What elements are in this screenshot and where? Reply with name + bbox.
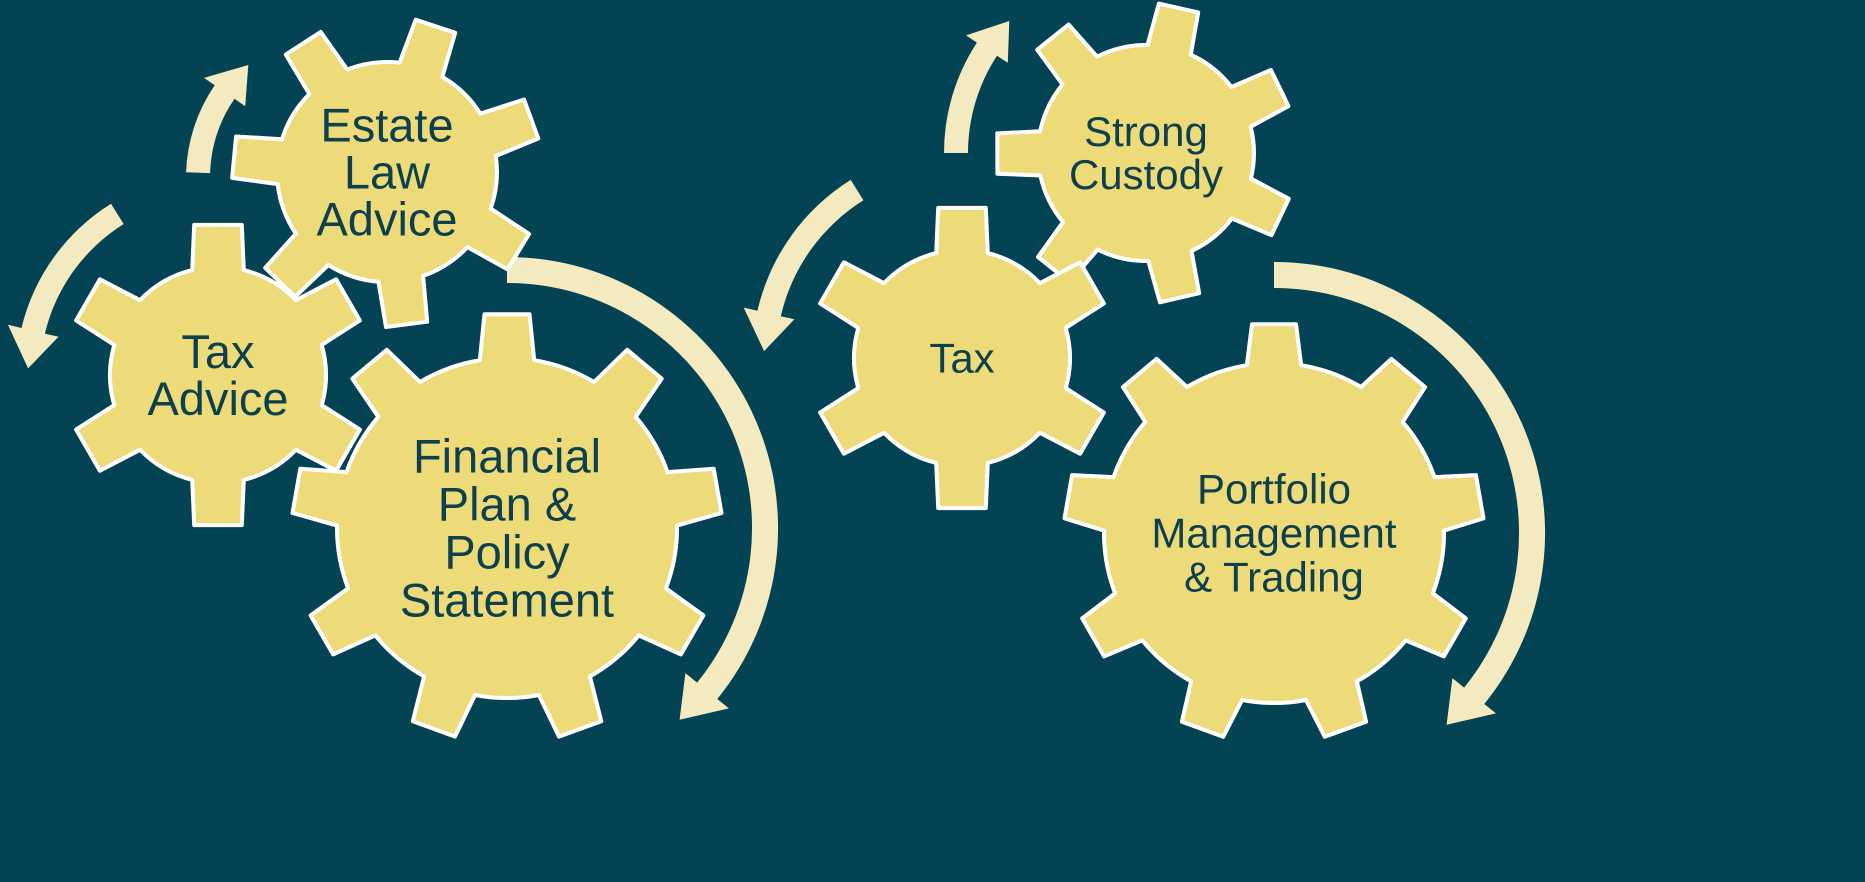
gear-label-financial-plan-line-2: Plan & — [438, 478, 576, 531]
gear-label-estate-line-2: Law — [344, 146, 431, 199]
gear-label-estate-line-1: Estate — [320, 99, 453, 152]
gear-shape-estate — [230, 17, 541, 329]
gear-shape-financial-plan — [290, 312, 724, 739]
arrow-left-top — [186, 65, 249, 174]
gear-label-strong-custody-line-1: Strong — [1084, 108, 1208, 155]
gear-label-portfolio-line-3: & Trading — [1184, 554, 1364, 601]
arrow-right-top — [944, 21, 1010, 153]
arrow-left-big — [507, 257, 779, 720]
arrow-left-side — [7, 203, 124, 369]
gear-label-tax-line-1: Tax — [929, 335, 994, 382]
arrow-right-side — [743, 179, 864, 352]
gear-shape-tax-advice — [74, 222, 362, 528]
cycle-arrows — [7, 21, 1546, 725]
gear-label-portfolio-line-2: Management — [1151, 510, 1396, 557]
gear-label-portfolio-line-1: Portfolio — [1197, 466, 1351, 513]
gear-label-tax-advice-line-1: Tax — [181, 325, 254, 378]
arrow-right-big — [1274, 262, 1546, 725]
gear-label-financial-plan-line-3: Policy — [444, 526, 570, 579]
gear-label-tax-advice-line-2: Advice — [147, 372, 288, 425]
gear-tax: Tax — [818, 205, 1106, 511]
gear-shape-portfolio — [1062, 322, 1486, 739]
gear-label-estate-line-3: Advice — [316, 193, 457, 246]
gear-label-strong-custody-line-2: Custody — [1069, 151, 1223, 198]
gear-shape-strong-custody — [995, 1, 1291, 305]
gear-shape-tax — [818, 205, 1106, 511]
gear-label-financial-plan-line-1: Financial — [413, 430, 601, 483]
gear-label-financial-plan-line-4: Statement — [400, 574, 614, 627]
